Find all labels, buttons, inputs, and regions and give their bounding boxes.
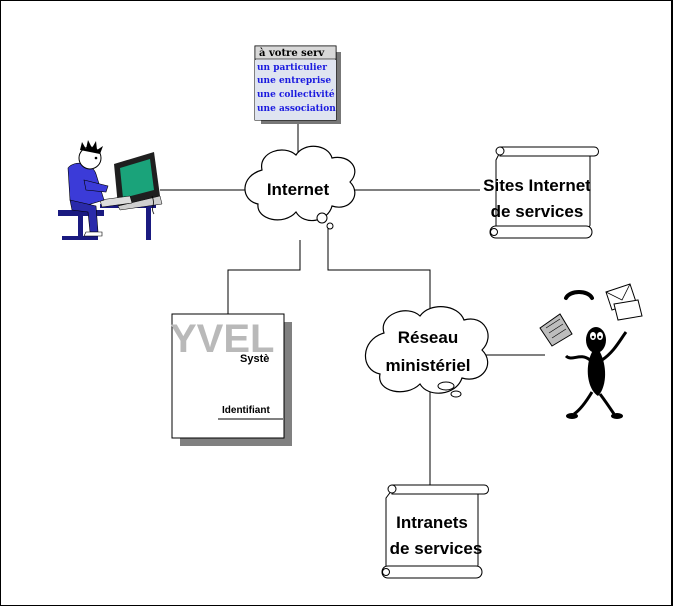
- user-at-computer-icon: [58, 140, 163, 240]
- internet-label: Internet: [267, 180, 330, 199]
- services-card-title: à votre serv: [259, 48, 325, 59]
- sites-scroll: Sites Internet de services: [483, 146, 599, 239]
- reseau-label-line1: Réseau: [398, 328, 458, 347]
- sites-label-line2: de services: [491, 202, 584, 221]
- services-item: une collectivité: [257, 89, 335, 100]
- services-card: à votre serv un particulier une entrepri…: [254, 45, 341, 124]
- reseau-cloud: Réseau ministériel: [364, 306, 489, 398]
- yvel-logo: YVEL: [170, 317, 274, 361]
- internet-cloud: Internet: [244, 145, 356, 230]
- reseau-label-line2: ministériel: [385, 356, 470, 375]
- intranets-scroll: Intranets de services: [381, 484, 489, 579]
- yvel-window: YVEL Systè Identifiant: [170, 313, 292, 446]
- line-internet-reseau: [327, 225, 431, 320]
- sites-label-line1: Sites Internet: [483, 176, 591, 195]
- intranets-label-line2: de services: [390, 539, 483, 558]
- line-internet-yvel: [227, 240, 301, 315]
- yvel-field-label: Identifiant: [222, 405, 270, 416]
- services-item: une entreprise: [257, 76, 331, 86]
- intranets-label-line1: Intranets: [396, 513, 468, 532]
- connection-lines: [160, 123, 545, 485]
- yvel-subtitle: Systè: [240, 353, 269, 365]
- user-with-devices-icon: [539, 283, 643, 419]
- services-item: une association: [257, 104, 336, 114]
- services-item: un particulier: [257, 63, 327, 73]
